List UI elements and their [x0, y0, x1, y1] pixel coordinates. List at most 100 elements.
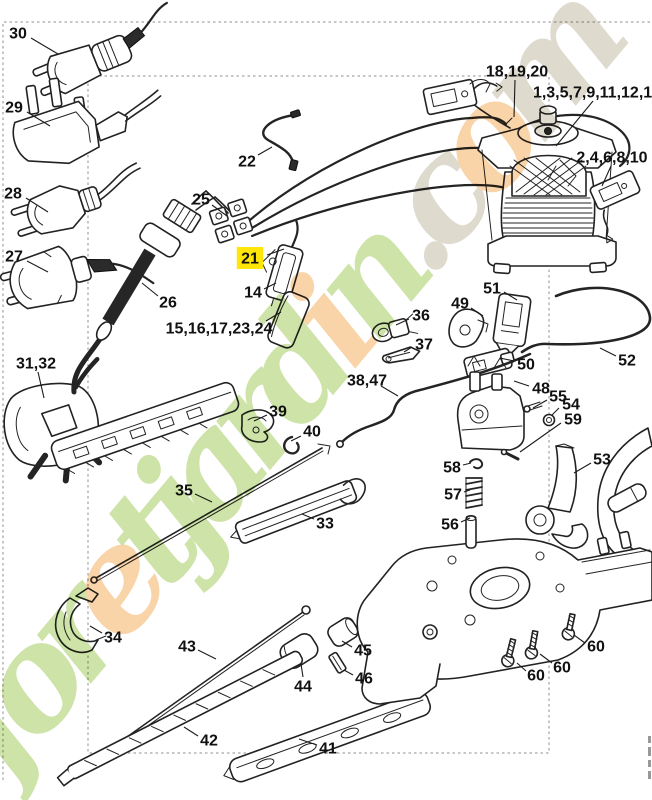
part-number-14: 14 — [244, 285, 262, 302]
part-label-55: 55 — [532, 389, 567, 409]
leader-line-15-16-17-23-24 — [265, 311, 282, 322]
part-35-connecting-rod — [90, 443, 331, 584]
leader-line-45 — [341, 640, 353, 648]
part-number-57: 57 — [444, 487, 462, 504]
part-45-bushing — [327, 617, 359, 647]
part-label-29: 29 — [5, 100, 51, 127]
leader-line-29 — [26, 111, 51, 127]
part-number-43: 43 — [178, 639, 196, 656]
part-18-switch-block — [422, 78, 503, 116]
leader-line-41 — [298, 738, 318, 746]
part-38-47-rod — [335, 352, 532, 448]
leader-line-35 — [194, 493, 213, 503]
part-number-51: 51 — [483, 281, 501, 298]
leader-line-58 — [462, 462, 472, 466]
part-46-clip-small — [328, 651, 347, 674]
part-number-37: 37 — [415, 337, 433, 354]
part-number-26: 26 — [159, 295, 177, 312]
leader-line-14 — [263, 282, 277, 290]
part-label-38-47: 38,47 — [347, 373, 399, 397]
part-number-27: 27 — [5, 249, 23, 266]
part-label-52: 52 — [599, 347, 636, 370]
part-number-46: 46 — [355, 671, 373, 688]
part-number-58: 58 — [443, 460, 461, 477]
leader-line-27 — [26, 260, 49, 273]
part-number-33: 33 — [316, 516, 334, 533]
part-label-28: 28 — [4, 186, 49, 213]
part-label-48: 48 — [513, 380, 550, 398]
part-label-56: 56 — [441, 517, 471, 534]
part-40-clip — [283, 435, 300, 455]
part-label-51: 51 — [483, 281, 518, 301]
leader-line-44 — [300, 663, 304, 678]
part-label-35: 35 — [175, 483, 213, 503]
outer-dashed-border — [2, 21, 651, 780]
part-label-33: 33 — [301, 513, 334, 533]
part-comb-guard-rail — [50, 381, 240, 474]
part-51-slide-switch — [492, 292, 532, 355]
part-number-54: 54 — [562, 397, 580, 414]
part-label-60-a: 60 — [573, 634, 605, 656]
leader-line-49 — [470, 307, 484, 317]
part-label-42: 42 — [183, 726, 218, 750]
part-36-clamp — [371, 313, 419, 343]
motor-winding-hatch — [509, 157, 587, 196]
part-motor-assembly — [477, 105, 617, 275]
part-number-25: 25 — [192, 192, 210, 209]
part-label-21: 21 — [236, 247, 285, 269]
part-gear-housing — [356, 530, 652, 705]
leader-line-51 — [503, 291, 518, 301]
part-number-49: 49 — [451, 296, 469, 313]
part-number-55: 55 — [549, 389, 567, 406]
part-label-36: 36 — [395, 308, 430, 326]
part-26-cord-assembly — [71, 190, 216, 395]
part-label-58: 58 — [443, 460, 472, 477]
part-number-50: 50 — [517, 357, 535, 374]
leader-line-25 — [211, 204, 228, 217]
part-label-26: 26 — [141, 282, 177, 312]
part-label-15-16-17-23-24: 15,16,17,23,24 — [166, 311, 282, 338]
part-label-27: 27 — [5, 249, 49, 273]
part-25-connector-block — [208, 198, 254, 244]
leader-line-31-32 — [37, 371, 45, 399]
leader-line-46 — [343, 669, 354, 676]
part-54-nut — [542, 413, 556, 427]
part-55-screw-small — [523, 401, 543, 413]
part-label-39: 39 — [253, 404, 287, 422]
part-number-40: 40 — [303, 424, 321, 441]
part-number-59: 59 — [564, 412, 582, 429]
part-number-48: 48 — [532, 381, 550, 398]
leader-line-54 — [551, 407, 560, 416]
leader-line-52 — [599, 347, 617, 357]
leader-line-60-b — [539, 653, 553, 664]
part-number-2-4-6-8-10: 2,4,6,8,10 — [576, 150, 647, 167]
part-37-lever — [381, 346, 421, 364]
part-34-guard-clamp — [54, 587, 107, 654]
part-label-45: 45 — [341, 640, 372, 660]
part-label-30: 30 — [9, 26, 59, 55]
leader-line-37 — [403, 346, 413, 353]
part-label-25: 25 — [192, 192, 228, 217]
part-label-54: 54 — [551, 397, 580, 416]
leader-line-53 — [573, 462, 592, 474]
leader-line-57 — [463, 489, 471, 493]
part-48-switch-housing — [456, 355, 525, 451]
part-41-guide-rail — [223, 691, 432, 783]
part-number-52: 52 — [618, 353, 636, 370]
part-56-pin — [465, 515, 477, 549]
part-number-labels: 3029282731,32222526211415,16,17,23,2418,… — [4, 26, 652, 758]
part-label-14: 14 — [244, 282, 277, 302]
part-28-flat-europlug — [10, 162, 141, 237]
part-label-22: 22 — [238, 146, 273, 171]
part-number-60-a: 60 — [587, 639, 605, 656]
leader-line-22 — [257, 146, 273, 156]
leader-line-33 — [301, 513, 315, 520]
part-42-blade-bar — [56, 650, 304, 787]
part-label-49: 49 — [451, 296, 484, 317]
part-number-42: 42 — [200, 733, 218, 750]
part-label-57: 57 — [444, 487, 471, 504]
